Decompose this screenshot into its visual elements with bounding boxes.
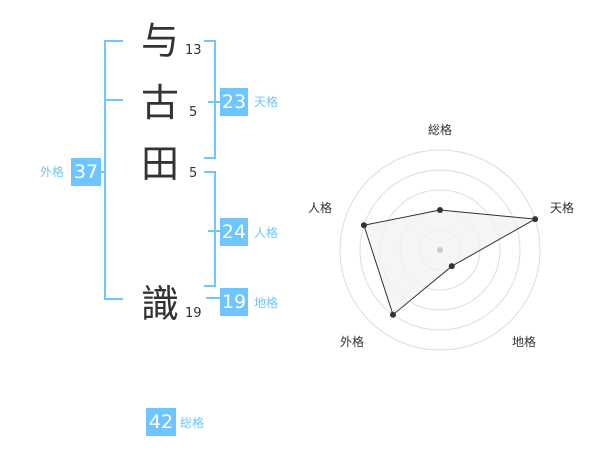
- radar-grid-ring: [359, 169, 521, 331]
- soukaku-value: 42: [146, 408, 176, 436]
- radar-point-5: [360, 222, 367, 229]
- radar-point-3: [448, 263, 455, 270]
- tenkaku-connector: [208, 101, 220, 103]
- stroke-count-1: 13: [185, 43, 202, 58]
- tenkaku-bracket-vertical: [214, 40, 216, 159]
- chikaku-value: 19: [220, 288, 248, 316]
- stroke-count-3: 5: [189, 166, 198, 181]
- name-char-2: 古: [141, 81, 180, 125]
- tenkaku-bracket-bottom: [204, 157, 216, 159]
- radar-axis-label-soukaku: 総格: [428, 123, 453, 137]
- jinkaku-bracket-vertical: [214, 171, 216, 287]
- tenkaku-value: 23: [220, 88, 248, 116]
- jinkaku-connector: [208, 230, 220, 232]
- radar-axis-label-chikaku: 地格: [512, 335, 537, 349]
- radar-axis-label-jinkaku: 人格: [308, 201, 333, 215]
- soukaku-label: 総格: [180, 416, 205, 430]
- gaikaku-bracket-vertical: [104, 40, 106, 300]
- radar-score-polygon: [363, 209, 537, 316]
- tenkaku-bracket-top: [204, 40, 216, 42]
- radar-point-1: [437, 207, 443, 213]
- chikaku-connector: [206, 297, 220, 299]
- gaikaku-value: 37: [71, 158, 101, 186]
- jinkaku-bracket-top: [204, 171, 216, 173]
- radar-grid-ring: [339, 149, 541, 351]
- tenkaku-label: 天格: [254, 95, 279, 109]
- jinkaku-label: 人格: [254, 226, 279, 240]
- name-char-1: 与: [141, 19, 180, 63]
- jinkaku-bracket-bottom: [204, 285, 216, 287]
- radar-point-4: [389, 311, 396, 318]
- jinkaku-value: 24: [220, 218, 248, 246]
- name-char-4: 識: [141, 282, 180, 326]
- radar-point-2: [532, 216, 539, 223]
- gaikaku-bracket-bottom: [104, 298, 123, 300]
- radar-axis-label-tenkaku: 天格: [550, 201, 575, 215]
- radar-axis-label-gaikaku: 外格: [340, 335, 365, 349]
- stroke-count-4: 19: [185, 306, 202, 321]
- gaikaku-bracket-top: [104, 40, 123, 42]
- stroke-count-2: 5: [189, 105, 198, 120]
- gaikaku-bracket-mid: [104, 99, 123, 101]
- name-char-3: 田: [141, 142, 180, 186]
- gaikaku-label: 外格: [40, 165, 65, 179]
- radar-center-dot: [437, 247, 443, 253]
- gaikaku-connector: [100, 171, 104, 173]
- chikaku-label: 地格: [254, 296, 279, 310]
